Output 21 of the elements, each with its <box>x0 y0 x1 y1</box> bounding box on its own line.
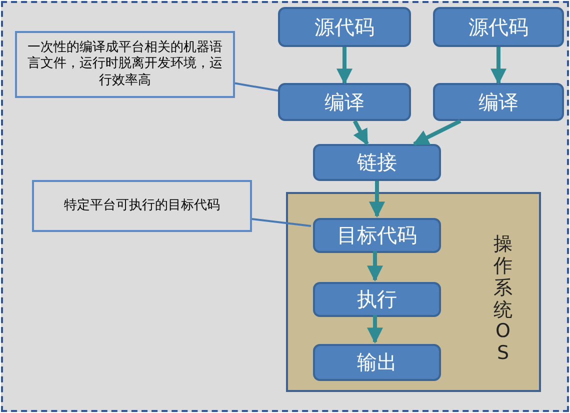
arrow <box>412 119 462 146</box>
process-box: 源代码 <box>433 7 564 47</box>
process-box: 目标代码 <box>313 218 441 253</box>
arrow <box>369 181 385 218</box>
process-box: 编译 <box>278 83 411 121</box>
process-box: 输出 <box>313 344 441 381</box>
platform-box <box>286 192 541 392</box>
leader-line <box>252 218 312 227</box>
leader-line <box>234 82 278 92</box>
callout-box: 特定平台可执行的目标代码 <box>32 180 252 232</box>
arrow <box>367 315 383 344</box>
platform-label: 操作系统OS <box>493 234 513 366</box>
arrow <box>336 47 352 85</box>
arrow <box>367 251 383 282</box>
arrow <box>352 120 369 146</box>
process-box: 编译 <box>433 83 564 121</box>
callout-box: 一次性的编译成平台相关的机器语言文件，运行时脱离开发环境，运行效率高 <box>15 31 235 98</box>
process-box: 链接 <box>313 144 441 181</box>
process-box: 执行 <box>313 282 441 317</box>
arrow <box>490 47 506 85</box>
process-box: 源代码 <box>278 7 411 47</box>
